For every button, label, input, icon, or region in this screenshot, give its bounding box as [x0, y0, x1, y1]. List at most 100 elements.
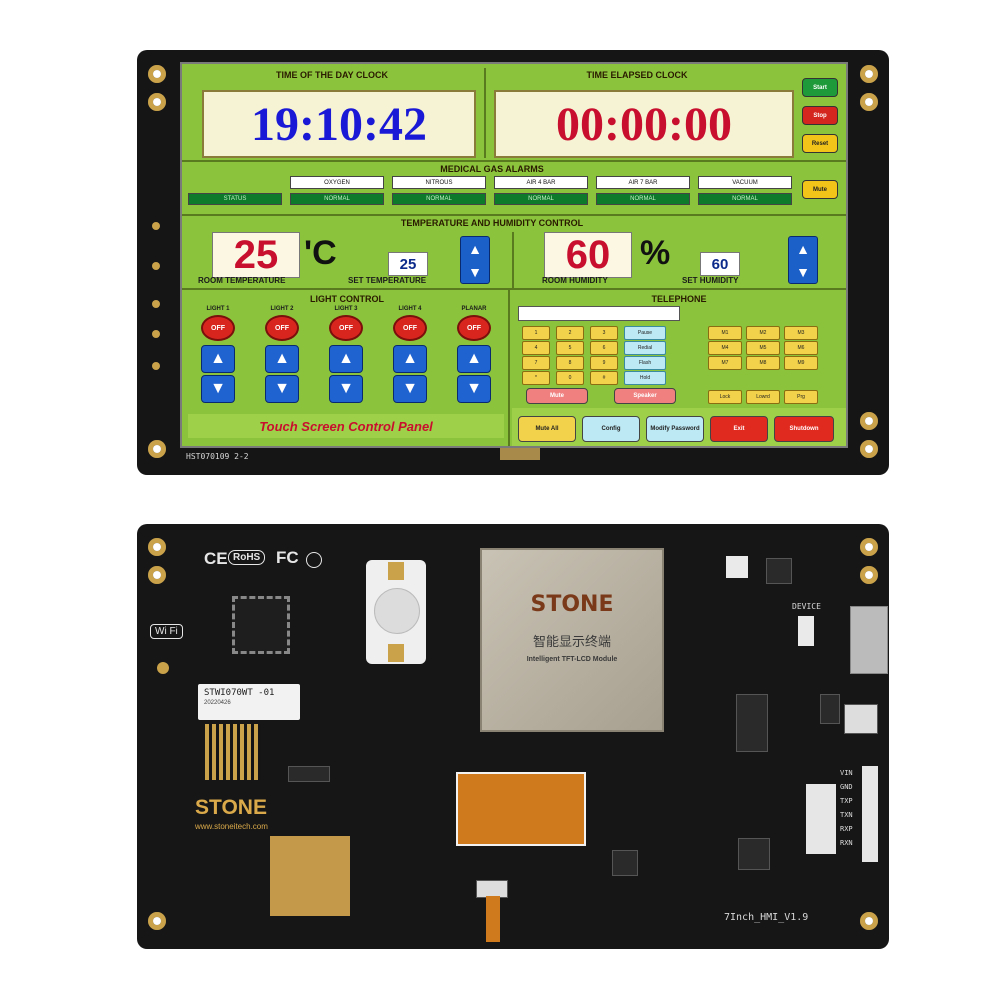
room-humidity-value: 60 — [544, 232, 632, 278]
battery-contact — [388, 644, 404, 662]
memory-key[interactable]: M6 — [784, 341, 818, 355]
solder-pad — [152, 262, 160, 270]
gas-alarm-label: VACUUM — [698, 176, 792, 189]
mounting-hole — [148, 566, 166, 584]
mounting-hole — [860, 93, 878, 111]
mounting-hole — [148, 65, 166, 83]
arrow-up-icon[interactable]: ▲ — [329, 345, 363, 373]
config-button[interactable]: Config — [582, 416, 640, 442]
solder-pad — [157, 662, 169, 674]
arrow-up-icon[interactable]: ▲ — [265, 345, 299, 373]
time-of-day-title: TIME OF THE DAY CLOCK — [275, 70, 388, 80]
keypad-key[interactable]: 0 — [556, 371, 584, 385]
planar-off-button[interactable]: OFF — [457, 315, 491, 341]
gas-alarm-value: NORMAL — [290, 193, 384, 205]
room-temperature-value: 25 — [212, 232, 300, 278]
hold-button[interactable]: Hold — [624, 371, 666, 385]
arrow-up-icon[interactable]: ▲ — [393, 345, 427, 373]
arrow-down-icon[interactable]: ▼ — [265, 375, 299, 403]
stop-button[interactable]: Stop — [802, 106, 838, 125]
arrow-up-icon[interactable]: ▲ — [457, 345, 491, 373]
module-subtitle: Intelligent TFT-LCD Module — [526, 656, 618, 663]
device-silkscreen: DEVICE — [792, 602, 821, 611]
keypad-key[interactable]: 6 — [590, 341, 618, 355]
gas-alarm-mute-button[interactable]: Mute — [802, 180, 838, 199]
solder-pad — [152, 362, 160, 370]
memory-key[interactable]: M9 — [784, 356, 818, 370]
divider — [182, 214, 846, 216]
phone-mute-button[interactable]: Mute — [526, 388, 588, 404]
keypad-key[interactable]: 7 — [522, 356, 550, 370]
lowrd-button[interactable]: Lowrd — [746, 390, 780, 404]
solder-pad — [152, 300, 160, 308]
qr-code — [205, 724, 261, 780]
memory-key[interactable]: M4 — [708, 341, 742, 355]
shutdown-button[interactable]: Shutdown — [774, 416, 834, 442]
arrow-up-icon[interactable]: ▲ — [468, 240, 482, 257]
divider — [182, 288, 846, 290]
humidity-stepper[interactable]: ▲ ▼ — [788, 236, 818, 284]
keypad-key[interactable]: 2 — [556, 326, 584, 340]
arrow-down-icon[interactable]: ▼ — [201, 375, 235, 403]
rj-connector — [844, 704, 878, 734]
keypad-key[interactable]: # — [590, 371, 618, 385]
keypad-key[interactable]: 3 — [590, 326, 618, 340]
keypad-key[interactable]: * — [522, 371, 550, 385]
flash-button[interactable]: Flash — [624, 356, 666, 370]
pin-label: VIN — [840, 769, 853, 777]
room-temperature-label: ROOM TEMPERATURE — [198, 276, 286, 285]
memory-key[interactable]: M3 — [784, 326, 818, 340]
fcc-mark: FC — [276, 548, 299, 567]
temperature-stepper[interactable]: ▲ ▼ — [460, 236, 490, 284]
prg-button[interactable]: Prg — [784, 390, 818, 404]
inductor — [766, 558, 792, 584]
keypad-key[interactable]: 8 — [556, 356, 584, 370]
time-elapsed-display: 00:00:00 — [494, 90, 794, 158]
battery-contact — [388, 562, 404, 580]
gas-alarm-label: OXYGEN — [290, 176, 384, 189]
keypad-key[interactable]: 4 — [522, 341, 550, 355]
start-button[interactable]: Start — [802, 78, 838, 97]
keypad-key[interactable]: 1 — [522, 326, 550, 340]
arrow-down-icon[interactable]: ▼ — [796, 263, 810, 280]
sticker-date: 20220426 — [204, 700, 231, 706]
gas-alarms-title: MEDICAL GAS ALARMS — [440, 164, 544, 174]
pin-header — [862, 766, 878, 862]
keypad-key[interactable]: 9 — [590, 356, 618, 370]
humidity-unit: % — [640, 234, 671, 272]
arrow-up-icon[interactable]: ▲ — [796, 240, 810, 257]
light-label: LIGHT 2 — [270, 306, 294, 312]
arrow-up-icon[interactable]: ▲ — [201, 345, 235, 373]
arrow-down-icon[interactable]: ▼ — [457, 375, 491, 403]
light-2-off-button[interactable]: OFF — [265, 315, 299, 341]
keypad-key[interactable]: 5 — [556, 341, 584, 355]
mounting-hole — [860, 412, 878, 430]
reset-button[interactable]: Reset — [802, 134, 838, 153]
memory-key[interactable]: M8 — [746, 356, 780, 370]
arrow-down-icon[interactable]: ▼ — [329, 375, 363, 403]
memory-key[interactable]: M2 — [746, 326, 780, 340]
usb-port[interactable] — [850, 606, 888, 674]
memory-key[interactable]: M5 — [746, 341, 780, 355]
divider — [508, 290, 510, 446]
arrow-down-icon[interactable]: ▼ — [468, 263, 482, 280]
mute-all-button[interactable]: Mute All — [518, 416, 576, 442]
light-4-off-button[interactable]: OFF — [393, 315, 427, 341]
phone-number-display — [518, 306, 680, 321]
exit-button[interactable]: Exit — [710, 416, 768, 442]
touch-screen[interactable]: TIME OF THE DAY CLOCK 19:10:42 TIME ELAP… — [180, 62, 848, 448]
light-3-off-button[interactable]: OFF — [329, 315, 363, 341]
pause-button[interactable]: Pause — [624, 326, 666, 340]
memory-key[interactable]: M7 — [708, 356, 742, 370]
gas-alarm-label: NITROUS — [392, 176, 486, 189]
arrow-down-icon[interactable]: ▼ — [393, 375, 427, 403]
panel-footer-title: Touch Screen Control Panel — [188, 414, 504, 438]
light-1-off-button[interactable]: OFF — [201, 315, 235, 341]
modify-password-button[interactable]: Modify Password — [646, 416, 704, 442]
connector-pin-labels: VIN GND TXP TXN RXP RXN — [840, 766, 853, 850]
memory-key[interactable]: M1 — [708, 326, 742, 340]
lock-button[interactable]: Lock — [708, 390, 742, 404]
redial-button[interactable]: Redial — [624, 341, 666, 355]
set-temperature-label: SET TEMPERATURE — [348, 276, 427, 285]
speaker-button[interactable]: Speaker — [614, 388, 676, 404]
